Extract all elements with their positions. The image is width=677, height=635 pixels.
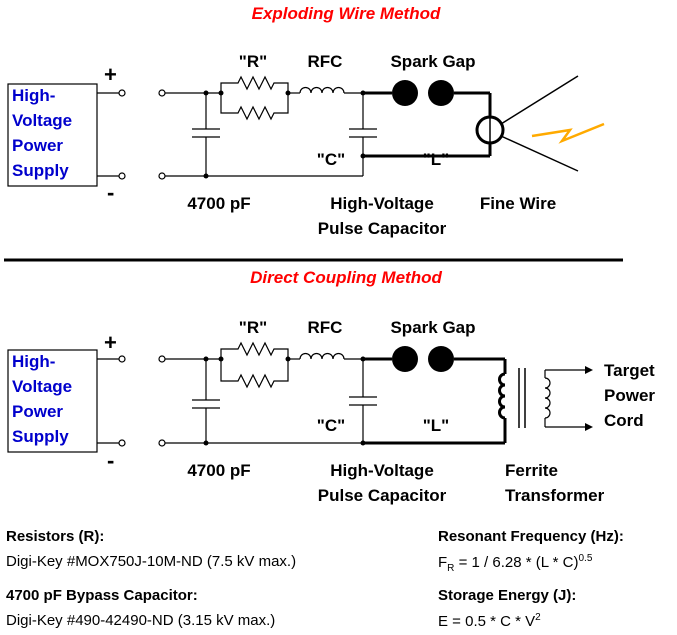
direct-coupling-title: Direct Coupling Method — [250, 268, 442, 287]
spark-gap-2-ball-2 — [428, 346, 454, 372]
resistor-label: "R" — [239, 52, 267, 71]
output-arrow-1 — [585, 366, 593, 374]
plus-sign: + — [104, 62, 117, 87]
positive-terminal-2 — [118, 355, 126, 363]
pulse-cap-label-line1: High-Voltage — [330, 194, 434, 213]
energy-exponent: 2 — [535, 612, 541, 623]
formula-subscript-r: R — [447, 563, 455, 574]
resistor-pair — [220, 75, 289, 121]
inductance-label: "L" — [423, 150, 450, 169]
plus-sign-2: + — [104, 330, 117, 355]
transformer-secondary — [544, 377, 551, 419]
resonant-frequency-formula: FR = 1 / 6.28 * (L * C)0.5 — [438, 553, 592, 574]
resistors-heading: Resistors (R): — [6, 528, 105, 545]
bypass-capacitor — [192, 93, 220, 176]
pulse-cap-label-2-line1: High-Voltage — [330, 461, 434, 480]
power-supply-2-line2: Voltage — [12, 377, 72, 396]
bypass-cap-label: 4700 pF — [187, 194, 250, 213]
negative-terminal — [118, 172, 126, 180]
power-supply-2-line1: High- — [12, 352, 55, 371]
storage-energy-formula: E = 0.5 * C * V2 — [438, 612, 541, 630]
resonant-frequency-heading: Resonant Frequency (Hz): — [438, 528, 624, 545]
formula-f: F — [438, 554, 448, 571]
power-supply-line3: Power — [12, 136, 63, 155]
power-supply-box-2 — [7, 349, 98, 453]
pulse-cap-label-line2: Pulse Capacitor — [318, 219, 447, 238]
target-label-line1: Target — [604, 361, 655, 380]
formula-expression: = 1 / 6.28 * (L * C) — [454, 554, 579, 571]
rfc-label: RFC — [308, 52, 343, 71]
spark-gap-ball-1 — [392, 80, 418, 106]
pulse-capacitor — [349, 93, 377, 176]
energy-expression: E = 0.5 * C * V — [438, 613, 536, 630]
spark-gap-2-ball-1 — [392, 346, 418, 372]
negative-terminal-2 — [118, 439, 126, 447]
capacitor-label: "C" — [317, 150, 345, 169]
storage-energy-heading: Storage Energy (J): — [438, 587, 577, 604]
transformer-label-line2: Transformer — [505, 486, 605, 505]
power-supply-2-line3: Power — [12, 402, 63, 421]
direct-coupling-circuit: High- Voltage Power Supply + - — [7, 318, 655, 505]
spark-gap-label-2: Spark Gap — [390, 318, 475, 337]
transformer-label-line1: Ferrite — [505, 461, 558, 480]
formula-exponent: 0.5 — [578, 553, 593, 564]
bypass-cap-heading: 4700 pF Bypass Capacitor: — [6, 587, 198, 604]
exploding-wire-title: Exploding Wire Method — [252, 4, 441, 23]
power-supply-line4: Supply — [12, 161, 69, 180]
output-arrow-2 — [585, 423, 593, 431]
resistor-label-2: "R" — [239, 318, 267, 337]
bypass-cap-label-2: 4700 pF — [187, 461, 250, 480]
bypass-capacitor-2 — [192, 359, 220, 443]
pulse-cap-label-2-line2: Pulse Capacitor — [318, 486, 447, 505]
rfc-label-2: RFC — [308, 318, 343, 337]
target-label-line2: Power — [604, 386, 655, 405]
minus-sign-2: - — [107, 448, 114, 473]
capacitor-label-2: "C" — [317, 416, 345, 435]
positive-terminal — [118, 89, 126, 97]
resistors-part-number: Digi-Key #MOX750J-10M-ND (7.5 kV max.) — [6, 553, 297, 570]
fine-wire-label: Fine Wire — [480, 194, 556, 213]
transformer-primary — [498, 372, 506, 420]
bypass-cap-part-number: Digi-Key #490-42490-ND (3.15 kV max.) — [6, 612, 276, 629]
inductance-label-2: "L" — [423, 416, 450, 435]
rfc-choke — [299, 86, 345, 94]
exploding-wire-circuit: High- Voltage Power Supply + - — [7, 52, 605, 238]
spark-gap-label: Spark Gap — [390, 52, 475, 71]
power-supply-line2: Voltage — [12, 111, 72, 130]
resistor-pair-2 — [220, 341, 289, 389]
rfc-choke-2 — [299, 352, 345, 360]
power-supply-2-line4: Supply — [12, 427, 69, 446]
spark-gap-ball-2 — [428, 80, 454, 106]
minus-sign: - — [107, 180, 114, 205]
power-supply-box — [7, 83, 98, 187]
target-label-line3: Cord — [604, 411, 644, 430]
pulse-capacitor-2 — [349, 359, 377, 443]
spark-bolt — [531, 122, 605, 144]
power-supply-line1: High- — [12, 86, 55, 105]
